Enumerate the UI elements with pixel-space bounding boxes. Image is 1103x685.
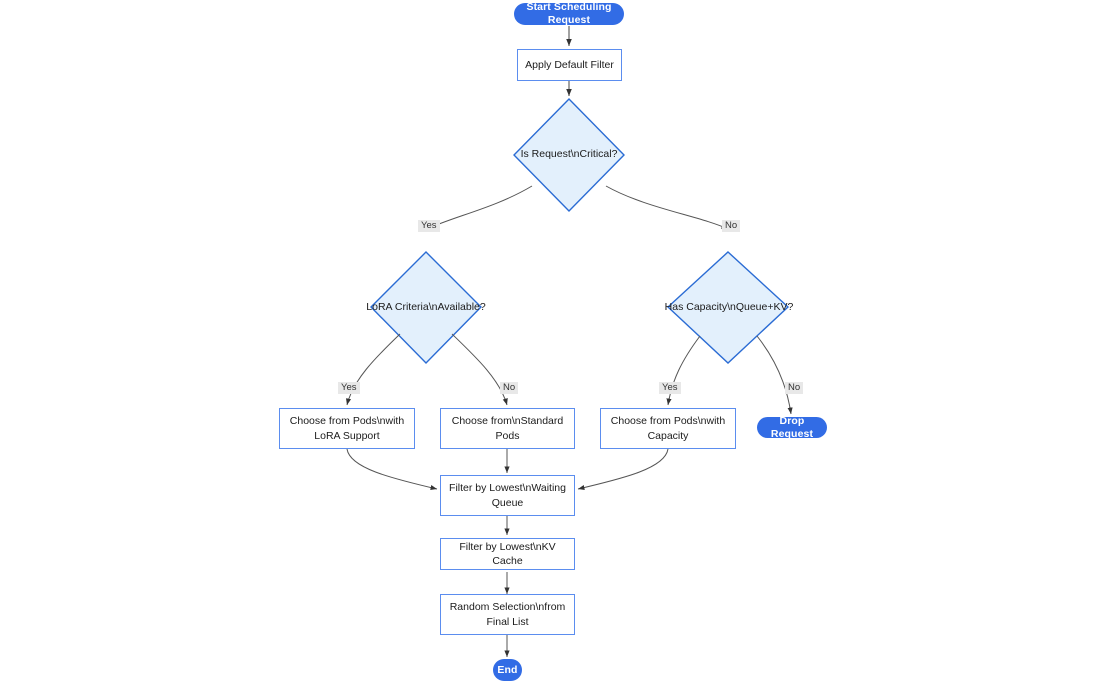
node-label-line2: LoRA Support [314,429,380,442]
node-choose-capacity-pods[interactable]: Choose from Pods\nwith Capacity [600,408,736,449]
edge-label-text: No [725,220,738,231]
edge-label-capacity-yes: Yes [659,382,681,395]
node-label-line1: Choose from Pods\nwith [289,415,405,428]
node-has-capacity-label[interactable]: Has Capacity\nQueue+KV? [663,301,795,314]
node-label: Start Scheduling Request [526,1,612,26]
node-filter-kv-cache[interactable]: Filter by Lowest\nKV Cache [440,538,575,570]
node-start-scheduling-request[interactable]: Start Scheduling Request [514,1,624,26]
edge-label-critical-yes: Yes [418,220,440,233]
node-drop-request[interactable]: Drop Request [757,414,827,440]
node-label-line1: Choose from\nStandard [451,415,564,428]
node-choose-lora-pods[interactable]: Choose from Pods\nwith LoRA Support [279,408,415,449]
node-label-line1: Filter by Lowest\nWaiting [449,482,566,495]
node-label: Filter by Lowest\nKV Cache [459,540,556,567]
node-label-line2: Queue [491,496,524,509]
node-label-line2: Final List [486,615,529,628]
edge-label-capacity-no: No [785,382,804,395]
node-label: Has Capacity\nQueue+KV? [664,301,794,313]
node-label: Apply Default Filter [525,58,614,71]
node-label-line2: Capacity [647,429,689,442]
node-label: End [497,663,518,676]
node-label: Is Request\nCritical? [520,148,618,160]
node-label-line1: Choose from Pods\nwith [610,415,726,428]
edge-label-lora-no: No [500,382,519,395]
edge-critical-yes-to-lora [426,185,533,230]
edge-capacity-no-to-drop [756,335,793,415]
node-apply-default-filter[interactable]: Apply Default Filter [517,49,622,81]
node-label: LoRA Criteria\nAvailable? [366,301,486,313]
node-end[interactable]: End [493,659,522,681]
edge-label-lora-yes: Yes [338,382,360,395]
edge-label-text: No [503,382,516,393]
edge-label-text: Yes [421,220,437,231]
node-random-selection[interactable]: Random Selection\nfrom Final List [440,594,575,635]
edge-label-text: Yes [662,382,678,393]
edge-critical-no-to-capacity [605,185,729,230]
edge-label-text: Yes [341,382,357,393]
node-filter-waiting-queue[interactable]: Filter by Lowest\nWaiting Queue [440,475,575,516]
node-lora-criteria-available-label[interactable]: LoRA Criteria\nAvailable? [361,301,491,314]
node-is-request-critical-label[interactable]: Is Request\nCritical? [514,148,624,161]
edge-label-text: No [788,382,801,393]
edge-capacity-yes-to-choose-capacity [666,335,701,406]
edge-lora-no-to-choose-standard [451,333,508,406]
node-label-line2: Pods [495,429,520,442]
edge-label-critical-no: No [722,220,741,233]
edge-choose-capacity-to-filter-queue [577,448,669,491]
node-choose-standard-pods[interactable]: Choose from\nStandard Pods [440,408,575,449]
node-label-line1: Random Selection\nfrom [449,601,566,614]
node-label: Drop Request [770,414,814,440]
edge-choose-lora-to-filter-queue [346,448,438,491]
